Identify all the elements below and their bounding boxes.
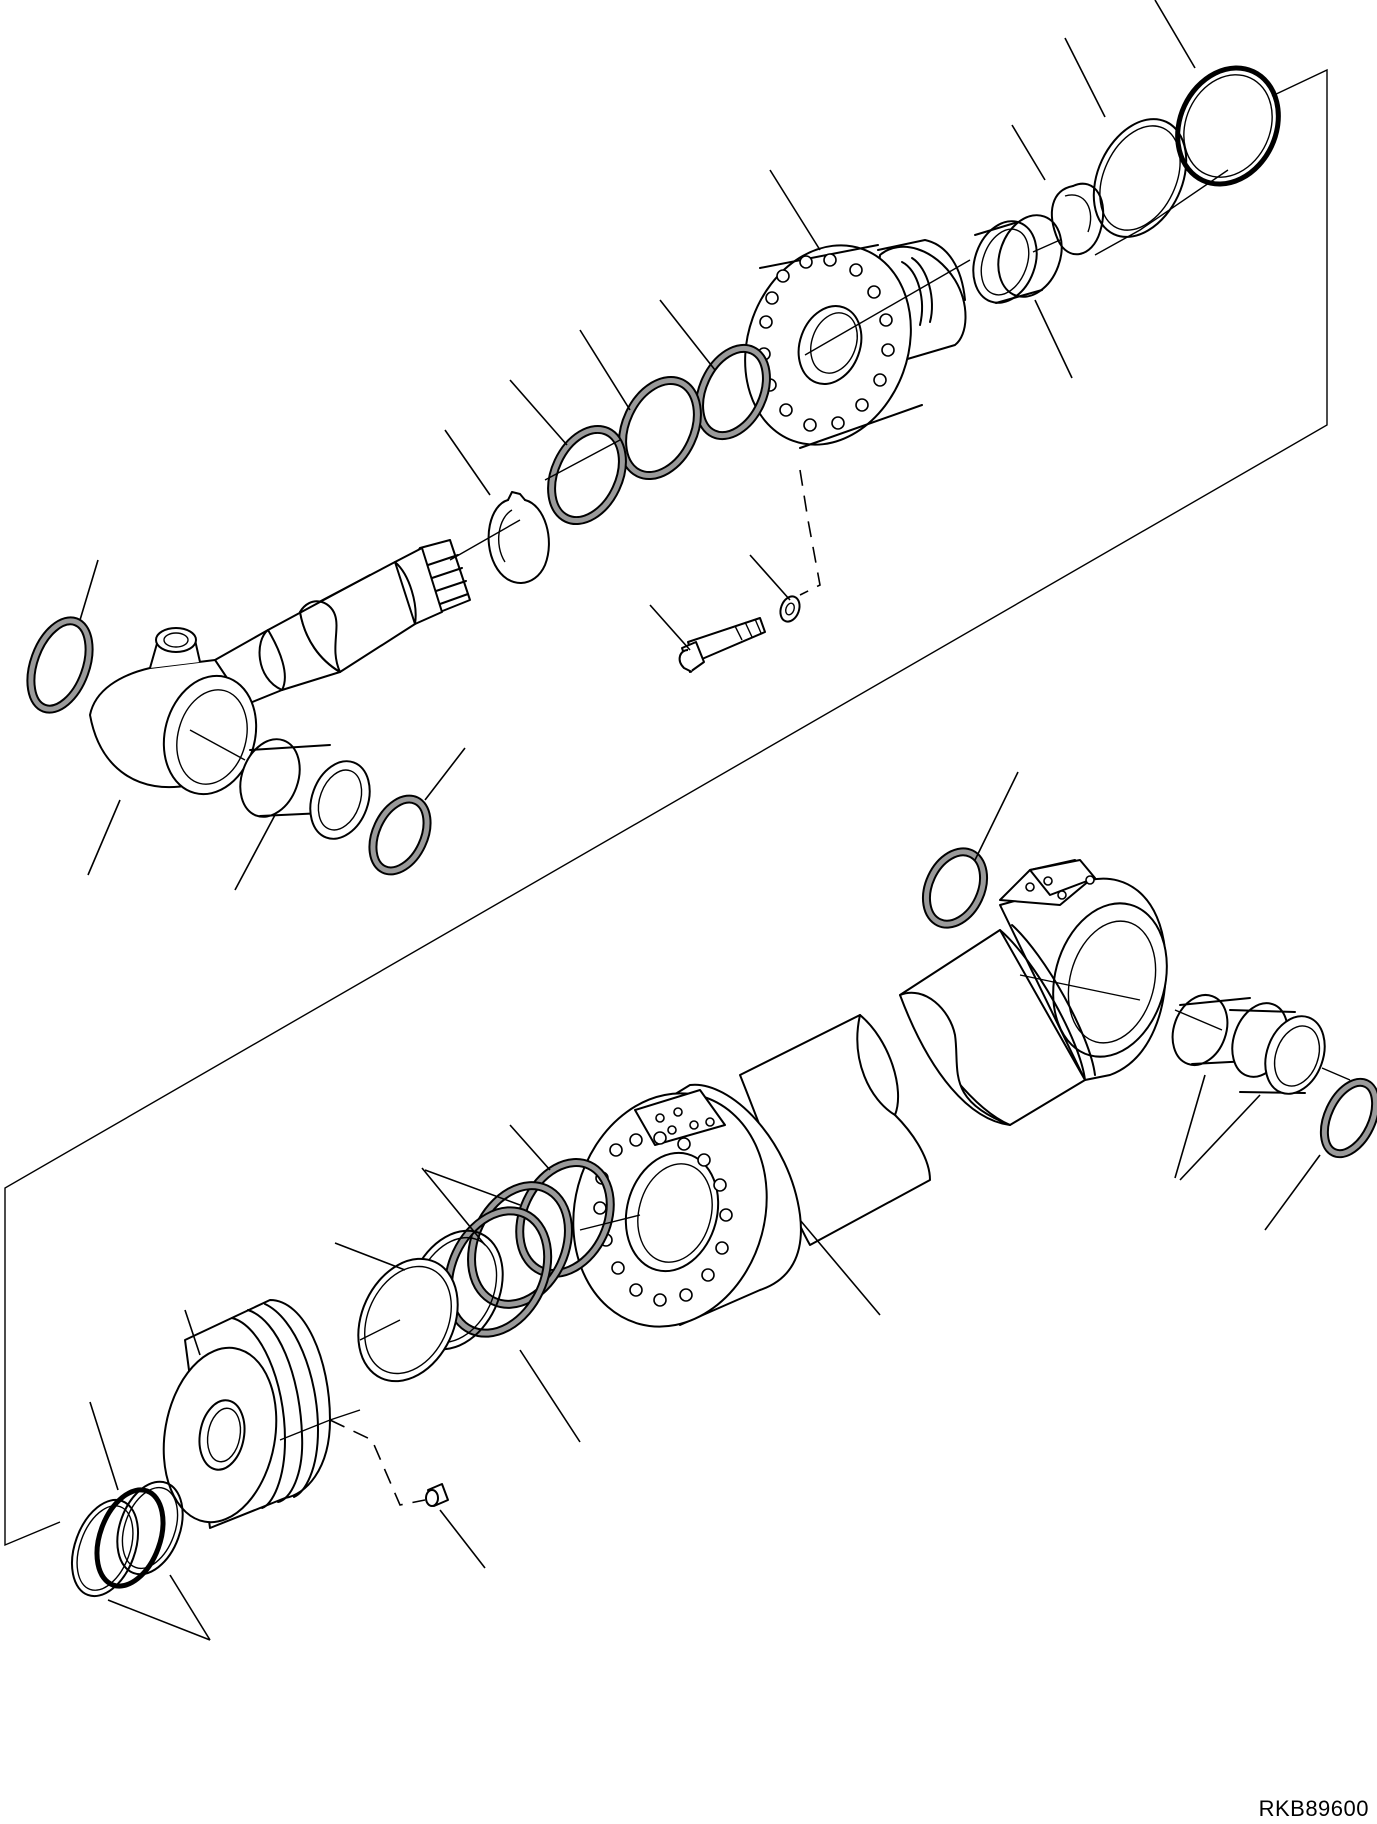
- bolt-dashed-path: [799, 469, 821, 596]
- centerline-top: [1094, 169, 1229, 256]
- part-piston-snap-ring-inner: [71, 1498, 139, 1598]
- leader-lines: [79, 0, 1321, 1641]
- part-buffer-ring: [618, 375, 702, 481]
- part-cylinder-bottom-eye: [999, 859, 1168, 1081]
- part-bottom-eye-bushing: [1171, 994, 1326, 1095]
- part-piston: [162, 1299, 331, 1529]
- group-frame: [4, 68, 1328, 1547]
- part-rod-eye-seal-left: [26, 616, 94, 714]
- part-rod-retaining-ring: [487, 491, 550, 584]
- part-set-screw: [425, 1483, 449, 1507]
- part-tube-flange: [572, 1083, 802, 1328]
- part-snap-ring-large: [1092, 118, 1188, 238]
- part-piston-snap-ring-outer: [116, 1480, 184, 1576]
- part-head-washer: [779, 595, 801, 623]
- part-cylinder-head: [744, 239, 967, 449]
- part-rod-end-eye: [89, 627, 258, 796]
- part-piston-ring-2: [443, 1206, 553, 1338]
- drawing-reference-code: RKB89600: [1258, 1796, 1369, 1821]
- part-bottom-eye-seal-right: [1319, 1077, 1377, 1159]
- part-dust-wiper-ring: [1175, 65, 1281, 187]
- part-rod-eye-seal-right: [368, 794, 432, 876]
- part-rod-bushing: [972, 214, 1063, 304]
- part-bottom-eye-seal-top: [921, 847, 989, 929]
- part-snap-ring-small: [1050, 182, 1105, 256]
- setscrew-dashed-path: [329, 1419, 426, 1506]
- part-rod-eye-bushing: [239, 738, 371, 840]
- part-head-bolt: [678, 617, 766, 673]
- part-piston-backup-ring: [94, 1487, 166, 1589]
- part-rod-packing: [695, 343, 771, 441]
- part-piston-o-ring: [357, 1257, 459, 1383]
- part-piston-rod: [214, 539, 471, 706]
- part-piston-wear-ring: [515, 1158, 615, 1278]
- part-bearing-ring: [547, 424, 627, 526]
